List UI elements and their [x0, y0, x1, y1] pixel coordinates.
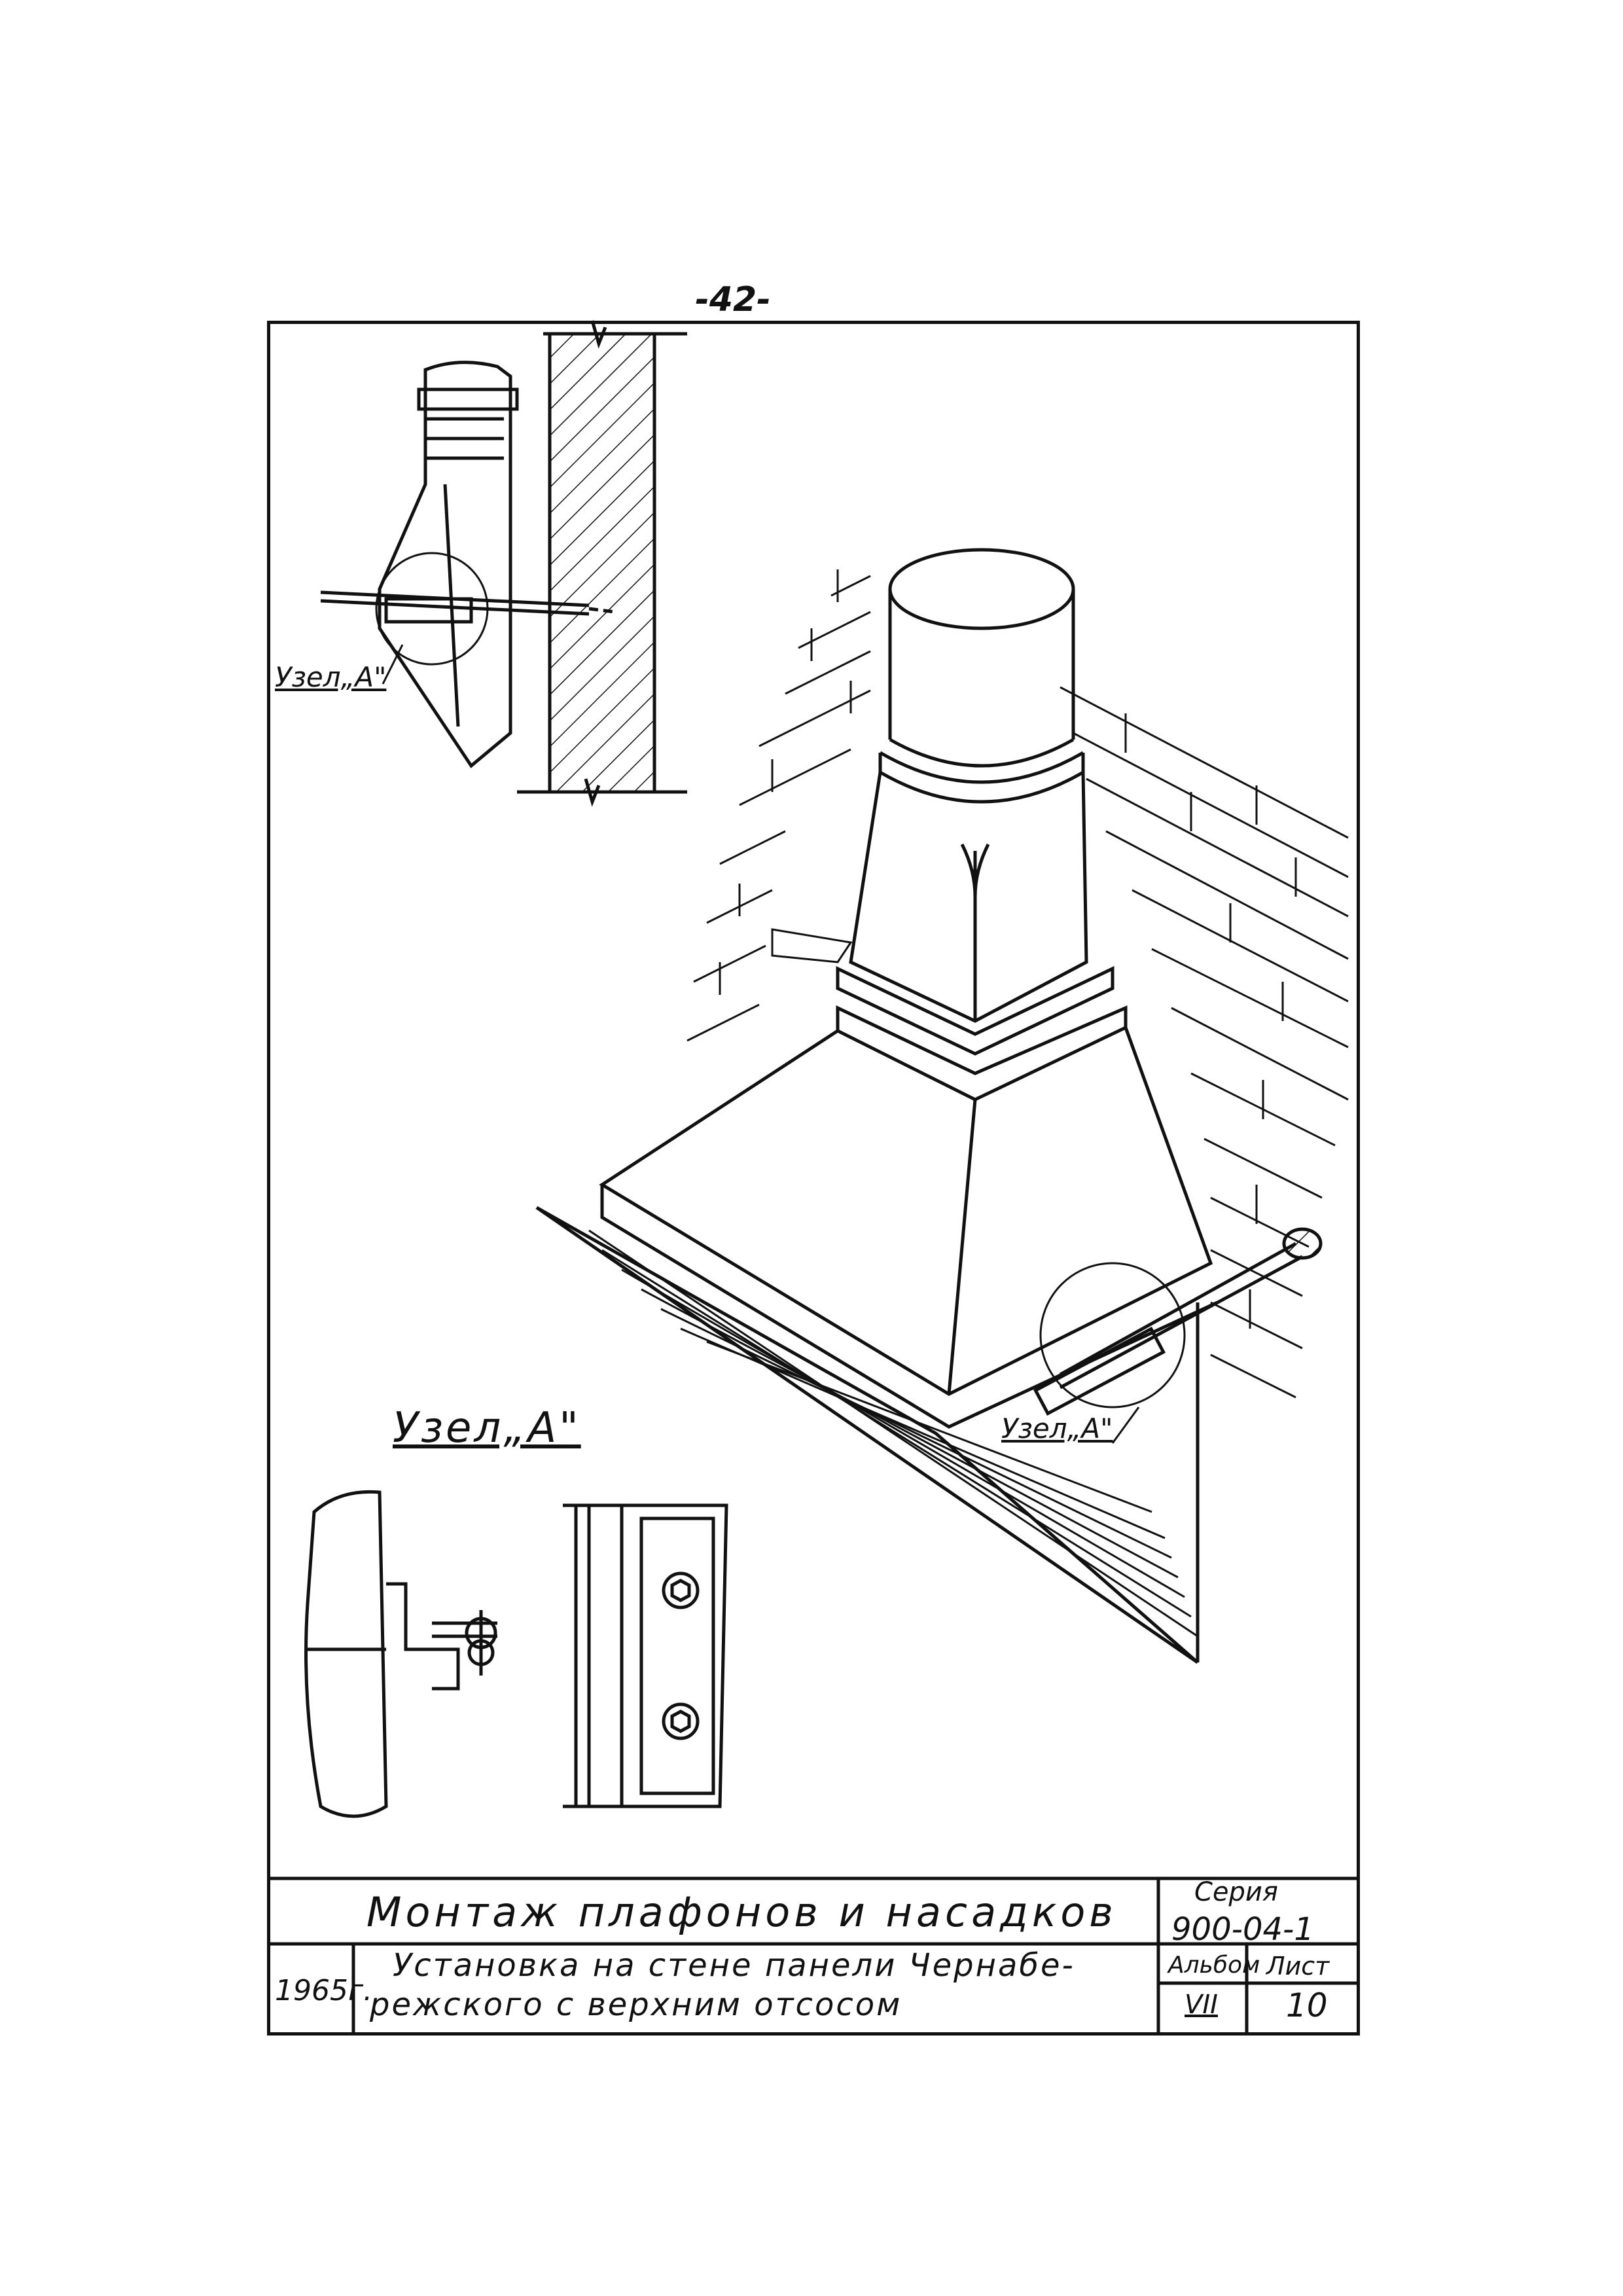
detail-side-panel: [304, 1490, 388, 1818]
callout-node-a-top: Узел„А": [275, 661, 387, 693]
album-label: Альбом: [1168, 1952, 1260, 1979]
detail-views: [304, 1490, 728, 1818]
rod-anchor: [1282, 1227, 1323, 1260]
page-number: -42-: [695, 280, 771, 319]
title-block-lines: [267, 1876, 1360, 2036]
break-mark-top: [590, 320, 607, 349]
bolt-lower: [662, 1702, 700, 1740]
collar-band: [417, 387, 519, 411]
callout-leader-main: [1111, 1407, 1140, 1444]
series-value: 900-04-1: [1171, 1911, 1314, 1948]
duct-top-ellipse: [888, 548, 1075, 630]
section-view: [320, 320, 687, 807]
series-label: Серия: [1194, 1877, 1278, 1907]
detail-front-plate: [639, 1516, 715, 1795]
sheet-frame: [267, 321, 1360, 2036]
bolt-upper: [662, 1571, 700, 1609]
sheet-label: Лист: [1266, 1952, 1330, 1981]
callout-node-a-main: Узел„А": [1001, 1412, 1113, 1444]
duct-collar: [879, 751, 1084, 784]
year-label: 1965г.: [275, 1974, 373, 2007]
detail-side-bracket: [386, 1582, 460, 1691]
detail-heading: Узел„А": [393, 1404, 581, 1452]
brick-wall: [687, 569, 1349, 1399]
bracket-rod-main: [1059, 1242, 1297, 1376]
isometric-view: [535, 548, 1349, 1664]
subtitle-line-1: Установка на стене панели Чернабе-: [393, 1947, 1075, 1984]
flange-upper: [836, 966, 1115, 1056]
wall-hatching: [550, 334, 654, 792]
detail-front-frame: [563, 1503, 728, 1808]
album-value: VII: [1185, 1990, 1218, 2020]
callout-leader-top: [382, 644, 404, 685]
transition-upper: [849, 772, 1088, 1023]
detail-circle-top: [375, 552, 489, 666]
subtitle-line-2: режского с верхним отсосом: [370, 1986, 902, 2023]
flange-lower: [836, 1005, 1128, 1102]
hood-body: [599, 1027, 1213, 1396]
hood-section-outline: [378, 361, 512, 768]
drawing-title: Монтаж плафонов и насадков: [366, 1888, 1117, 1936]
sheet-value: 10: [1286, 1986, 1328, 2024]
break-mark-bottom: [584, 778, 601, 807]
detail-circle-main: [1039, 1262, 1186, 1408]
